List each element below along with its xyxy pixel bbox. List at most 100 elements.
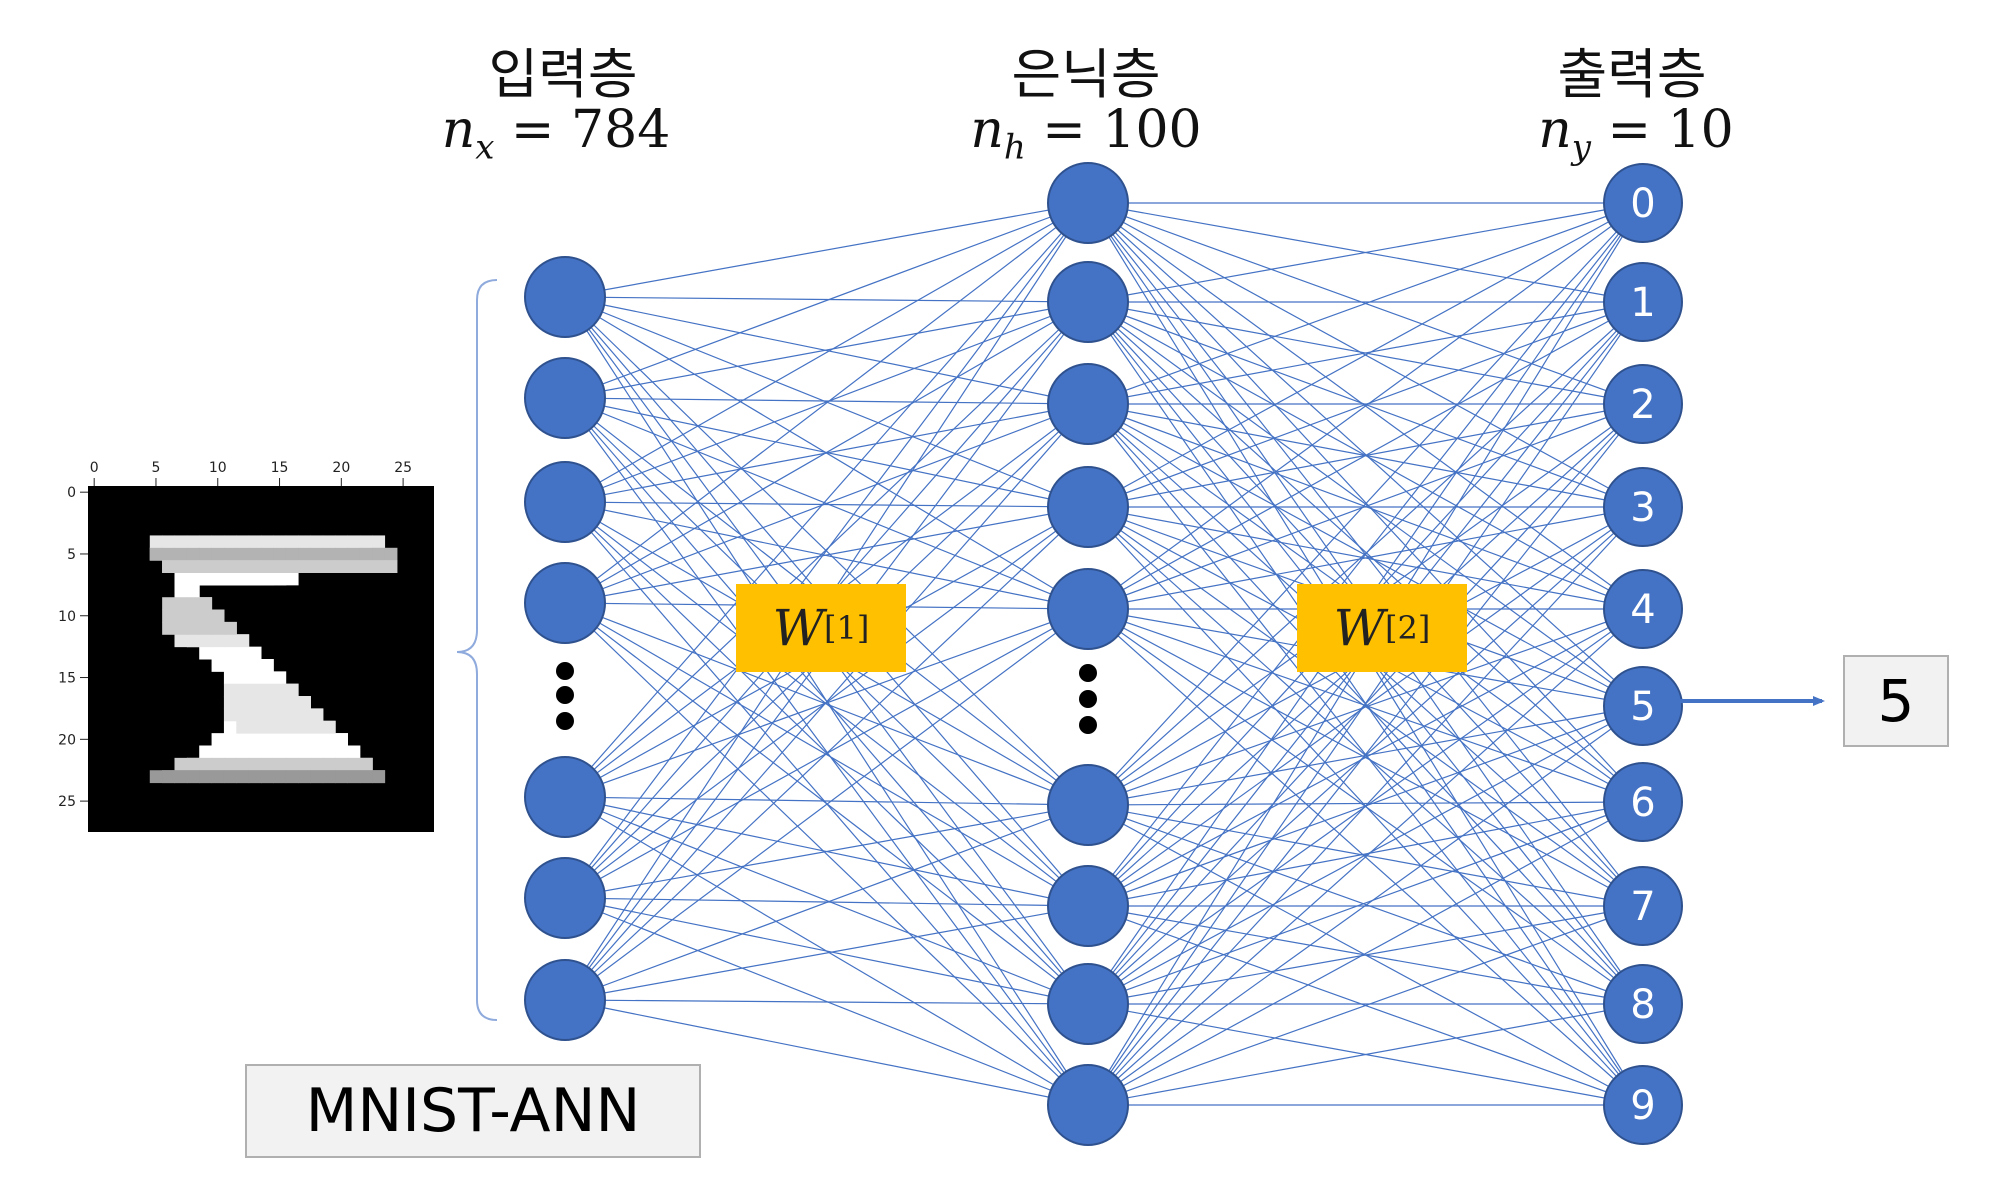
digit-pixel: [322, 720, 336, 734]
digit-pixel: [261, 683, 274, 697]
digit-pixel: [236, 535, 250, 549]
digit-pixel: [261, 535, 274, 549]
output-node-label: 2: [1630, 382, 1655, 428]
edge: [1087, 506, 1644, 1005]
digit-pixel: [186, 621, 200, 635]
digit-pixel: [223, 671, 237, 685]
digit-pixel: [298, 535, 311, 549]
edge: [564, 397, 1089, 1106]
digit-pixel: [174, 597, 188, 611]
edge: [1087, 202, 1644, 405]
digit-pixel: [335, 745, 348, 759]
digit-pixel: [298, 720, 311, 734]
digit-pixel: [273, 683, 287, 697]
edge: [564, 301, 1089, 399]
digit-pixel: [186, 770, 200, 784]
ellipsis-dot: [556, 662, 574, 680]
digit-pixel: [273, 547, 287, 561]
digit-pixel: [199, 757, 213, 771]
digit-pixel: [285, 696, 299, 709]
digit-pixel: [248, 535, 262, 549]
digit-pixel: [322, 770, 336, 784]
digit-pixel: [285, 745, 299, 759]
digit-pixel: [248, 560, 262, 573]
digit-pixel: [273, 770, 287, 784]
output-node-label: 4: [1630, 587, 1655, 633]
digit-pixel: [285, 572, 299, 586]
edge: [564, 999, 1089, 1106]
digit-pixel: [372, 560, 386, 573]
digit-pixel: [199, 572, 213, 586]
digit-pixel: [310, 757, 324, 771]
digit-pixel: [186, 609, 200, 623]
digit-pixel: [162, 770, 175, 784]
digit-pixel: [174, 560, 188, 573]
edge: [564, 602, 1089, 1005]
edge: [564, 403, 1089, 604]
digit-pixel: [298, 745, 311, 759]
output-node-label: 1: [1630, 280, 1655, 326]
output-node-label: 0: [1630, 181, 1655, 227]
digit-pixel: [211, 560, 225, 573]
digit-pixel: [298, 696, 311, 709]
digit-pixel: [174, 547, 188, 561]
edge: [564, 301, 1089, 503]
digit-pixel: [273, 535, 287, 549]
digit-pixel: [186, 547, 200, 561]
edge: [564, 202, 1089, 604]
digit-pixel: [248, 572, 262, 586]
digit-pixel: [248, 696, 262, 709]
digit-pixel: [335, 733, 348, 746]
digit-pixel: [236, 572, 250, 586]
edge: [1087, 608, 1644, 1106]
digit-pixel: [199, 547, 213, 561]
digit-pixel: [211, 733, 225, 746]
edge: [1087, 804, 1644, 1005]
edge: [564, 602, 1089, 1106]
edge: [564, 804, 1089, 899]
output-node: [1603, 762, 1683, 842]
digit-pixel: [162, 597, 175, 611]
input-bracket: [456, 279, 498, 1021]
digit-pixel: [174, 757, 188, 771]
digit-pixel: [186, 584, 200, 598]
input-layer-title: 입력층: [488, 43, 638, 106]
ellipsis-dot: [1079, 664, 1097, 682]
digit-pixel: [174, 584, 188, 598]
digit-pixel: [261, 708, 274, 722]
digit-pixel: [211, 659, 225, 672]
edge: [1087, 403, 1644, 1106]
output-node: [1603, 666, 1683, 746]
output-node: [1603, 569, 1683, 649]
edge: [564, 602, 1089, 806]
digit-pixel: [285, 560, 299, 573]
digit-pixel: [211, 572, 225, 586]
edge: [564, 506, 1089, 1001]
input-node: [524, 562, 606, 644]
edge: [1087, 202, 1644, 303]
digit-pixel: [347, 770, 361, 784]
digit-pixel: [322, 547, 336, 561]
edge: [1087, 801, 1644, 907]
digit-pixel: [174, 621, 188, 635]
hidden-node: [1047, 363, 1129, 445]
edge: [1087, 202, 1644, 907]
digit-pixel: [322, 535, 336, 549]
edge: [564, 202, 1089, 298]
hidden-node: [1047, 1064, 1129, 1146]
input-node: [524, 461, 606, 543]
digit-pixel: [236, 634, 250, 648]
edge: [1087, 506, 1644, 610]
digit-pixel: [335, 560, 348, 573]
digit-pixel: [273, 671, 287, 685]
ellipsis-dot: [556, 712, 574, 730]
digit-pixel: [273, 708, 287, 722]
digit-pixel: [236, 646, 250, 660]
digit-pixel: [223, 733, 237, 746]
digit-pixel: [261, 720, 274, 734]
digit-pixel: [261, 745, 274, 759]
digit-pixel: [310, 745, 324, 759]
edge: [564, 202, 1089, 899]
digit-pixel: [298, 733, 311, 746]
